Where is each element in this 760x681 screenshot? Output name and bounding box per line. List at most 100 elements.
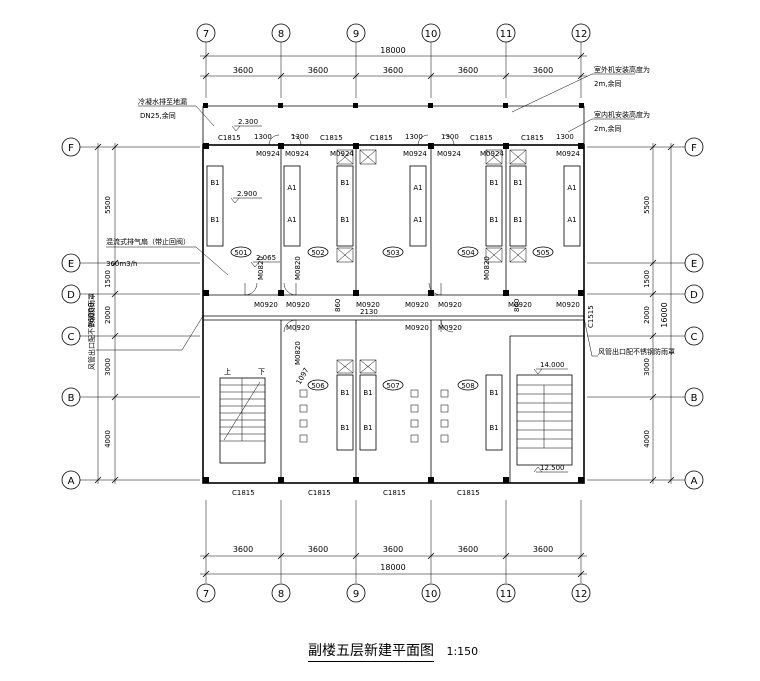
- dim-top-1: 3600: [233, 66, 253, 75]
- axis-bubble-D-left: D: [67, 290, 75, 301]
- axis-bubble-11-bottom: 11: [500, 589, 513, 600]
- top-axis-lines: [205, 42, 582, 98]
- building-walls: [202, 103, 585, 484]
- door-label: M0920: [254, 301, 278, 309]
- dim-right-5: 4000: [643, 430, 651, 448]
- axis-bubble-12-bottom: 12: [575, 589, 588, 600]
- drawing-title-block: 副楼五层新建平面图 1:150: [308, 640, 479, 662]
- bed-label: B1: [340, 424, 349, 432]
- note-fan-flow: 360m3/h: [106, 260, 137, 268]
- dim-left-3: 2000: [104, 306, 112, 324]
- bottom-axis-bubbles: 7 8 9 10 11 12: [196, 583, 591, 603]
- axis-bubble-10-top: 10: [425, 29, 438, 40]
- dim-total-right: 16000: [660, 302, 669, 327]
- dim-right-4: 3000: [643, 358, 651, 376]
- note-pipe-spec: DN25,余同: [140, 111, 176, 120]
- dim-total-bottom: 18000: [380, 563, 405, 572]
- note-fan-title: 混流式排气扇（带止回阀）: [106, 237, 190, 246]
- axis-bubble-12-top: 12: [575, 29, 588, 40]
- door-label: M0920: [508, 301, 532, 309]
- dim-total-top: 18000: [380, 46, 405, 55]
- window-label: C1815: [370, 134, 393, 142]
- door-label: M0820: [294, 256, 302, 280]
- dim-right-3: 2000: [643, 306, 651, 324]
- drawing-title: 副楼五层新建平面图: [308, 643, 434, 662]
- note-vent-right: 风管出口配不锈钢防雨罩: [598, 347, 675, 356]
- door-label: M0920: [286, 301, 310, 309]
- note-ac-outdoor-height: 2m,余同: [594, 79, 622, 88]
- door-swings: [244, 134, 455, 333]
- room-number: 501: [234, 249, 247, 257]
- axis-bubble-9-bottom: 9: [353, 589, 359, 600]
- window-label: C1815: [320, 134, 343, 142]
- door-label: M0920: [405, 301, 429, 309]
- bed-label: B1: [210, 216, 219, 224]
- window-label: C1815: [383, 489, 406, 497]
- room-number: 503: [386, 249, 399, 257]
- door-label: M0920: [356, 301, 380, 309]
- room-number: 506: [311, 382, 325, 390]
- axis-bubble-8-bottom: 8: [278, 589, 284, 600]
- axis-bubble-B-right: B: [691, 393, 698, 404]
- bed-label: A1: [567, 216, 576, 224]
- desks: [299, 389, 449, 443]
- note-ac-indoor: 室内机安装高度为: [594, 110, 650, 119]
- stair-up-label: 上: [224, 367, 231, 376]
- axis-bubble-7-top: 7: [203, 29, 209, 40]
- door-label: M0920: [438, 301, 462, 309]
- drawing-scale: 1:150: [446, 645, 479, 658]
- bed-label: B1: [340, 389, 349, 397]
- note-ac-outdoor: 室外机安装高度为: [594, 65, 650, 74]
- axis-bubble-A-right: A: [691, 476, 698, 487]
- elevation-label: 14.000: [540, 361, 565, 369]
- axis-bubble-F-right: F: [691, 143, 697, 154]
- dim-left-5: 4000: [104, 430, 112, 448]
- room-number: 505: [536, 249, 549, 257]
- axis-bubble-C-left: C: [68, 332, 75, 343]
- room-number: 504: [461, 249, 475, 257]
- elevation-label: 2.065: [256, 254, 276, 262]
- stair-right: [516, 374, 573, 466]
- door-label: M0924: [480, 150, 504, 158]
- door-label: M0920: [286, 324, 310, 332]
- top-dimensions: 18000 3600 3600 3600 3600 3600: [200, 46, 587, 80]
- window-label: C1815: [521, 134, 544, 142]
- axis-bubble-7-bottom: 7: [203, 589, 209, 600]
- dim-bottom-4: 3600: [458, 545, 478, 554]
- bottom-dimensions: 3600 3600 3600 3600 3600 18000: [200, 500, 587, 583]
- note-vent-left: 风管出口配不锈钢防雨罩: [87, 293, 96, 370]
- note-ac-indoor-height: 2m,余同: [594, 124, 622, 133]
- door-label: M0920: [438, 324, 462, 332]
- dim-label: 860: [513, 299, 521, 312]
- right-axis: 5500 1500 2000 3000 4000 16000 F E D C B…: [587, 137, 704, 490]
- door-label: M0924: [556, 150, 580, 158]
- dim-label: 1300: [254, 133, 272, 141]
- bed-label: B1: [513, 216, 522, 224]
- bed-label: B1: [340, 216, 349, 224]
- axis-bubble-F-left: F: [68, 143, 74, 154]
- room-numbers: 501 502 503 504 505 506 507 508: [230, 246, 554, 391]
- bed-label: A1: [413, 216, 422, 224]
- axis-bubble-B-left: B: [68, 393, 75, 404]
- dim-top-2: 3600: [308, 66, 328, 75]
- axis-bubble-8-top: 8: [278, 29, 284, 40]
- door-window-labels: C1815 1300 1300 C1815 C1815 1300 1300 C1…: [218, 133, 595, 497]
- dim-bottom-2: 3600: [308, 545, 328, 554]
- door-label: M0820: [257, 256, 265, 280]
- bed-label: B1: [489, 424, 498, 432]
- window-label: C1815: [308, 489, 331, 497]
- elevation-label: 12.500: [540, 464, 565, 472]
- room-number: 508: [461, 382, 474, 390]
- axis-bubble-E-right: E: [691, 259, 697, 270]
- dim-label: 1300: [291, 133, 309, 141]
- dim-top-4: 3600: [458, 66, 478, 75]
- bed-label: B1: [363, 424, 372, 432]
- wardrobes: [336, 149, 527, 374]
- dim-bottom-1: 3600: [233, 545, 253, 554]
- axis-bubble-11-top: 11: [500, 29, 513, 40]
- dim-label: 1300: [556, 133, 574, 141]
- axis-bubble-10-bottom: 10: [425, 589, 438, 600]
- stair-left: 上 下: [219, 367, 266, 464]
- door-label: M0924: [330, 150, 354, 158]
- elevation-marks: 2.300 2.900 2.065 14.000 12.500: [230, 118, 568, 473]
